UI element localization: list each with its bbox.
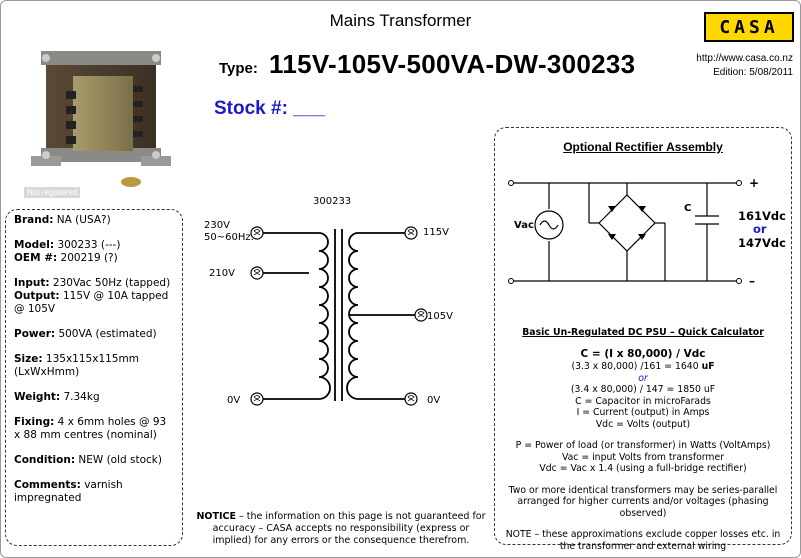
stock-number: Stock #: ___ (214, 98, 325, 119)
terminal-115v (404, 226, 418, 240)
terminal-primary-0v (250, 392, 264, 406)
notice-text: NOTICE – the information on this page is… (196, 511, 486, 546)
spec-size: Size: 135x115x115mm (LxWxHmm) (14, 353, 139, 378)
logo-text: CASA (719, 16, 779, 38)
rectifier-schematic: Vac C + – 161Vdc or 147Vdc (508, 176, 786, 288)
spec-brand: Brand: NA (USA?) (14, 214, 111, 226)
type-label: Type: (219, 60, 258, 77)
calculator-example-1: (3.3 x 80,000) /161 = 1640 uF (571, 361, 715, 372)
spec-comments: Comments: varnish impregnated (14, 479, 123, 504)
vac-label: Vac (514, 220, 534, 231)
specs-panel: Brand: NA (USA?) Model: 300233 (---)OEM … (5, 209, 183, 546)
type-line: Type: 115V-105V-500VA-DW-300233 (219, 49, 635, 80)
terminal-105v (414, 308, 428, 322)
spec-input-output: Input: 230Vac 50Hz (tapped)Output: 115V … (14, 277, 171, 315)
secondary-bottom-label: 0V (427, 395, 440, 406)
secondary-top-label: 115V (423, 227, 449, 238)
secondary-tap-label: 105V (427, 311, 453, 322)
definition-vdc: Vdc = Volts (output) (595, 418, 691, 430)
definition-vdc-bridge: Vdc = Vac x 1.4 (using a full-bridge rec… (539, 463, 747, 474)
primary-bottom-label: 0V (227, 395, 240, 406)
page-title: Mains Transformer (329, 11, 472, 30)
edition-date: Edition: 5/08/2011 (713, 67, 793, 78)
plus-terminal-label: + (749, 176, 759, 190)
casa-logo: CASA (704, 12, 794, 42)
primary-tap-label: 210V (209, 268, 235, 279)
type-value: 115V-105V-500VA-DW-300233 (269, 49, 636, 79)
parallel-note: Two or more identical transformers may b… (508, 484, 778, 519)
primary-freq-label: 50~60Hz. (204, 232, 254, 243)
rectifier-panel (494, 127, 792, 545)
losses-note: NOTE – these approximations exclude copp… (505, 529, 781, 552)
spec-power: Power: 500VA (estimated) (14, 328, 157, 340)
diagram-model-number: 300233 (313, 196, 351, 207)
output-or: or (753, 222, 767, 236)
terminal-210v (250, 266, 264, 280)
spec-weight: Weight: 7.34kg (14, 391, 100, 403)
calculator-heading: Basic Un-Regulated DC PSU – Quick Calcul… (522, 327, 764, 338)
calculator-example-2: (3.4 x 80,000) / 147 = 1850 uF (570, 384, 716, 395)
definition-c: C = Capacitor in microFarads (575, 395, 711, 407)
rectifier-title: Optional Rectifier Assembly (563, 140, 723, 154)
terminal-230v (250, 226, 264, 240)
output-voltage-1: 161Vdc (738, 209, 786, 223)
terminal-secondary-0v (404, 392, 418, 406)
minus-terminal-label: – (749, 274, 755, 288)
definition-i: I = Current (output) in Amps (576, 407, 710, 418)
primary-top-label: 230V (204, 220, 230, 231)
calculator-or: or (638, 372, 648, 384)
spec-condition: Condition: NEW (old stock) (14, 454, 162, 466)
output-voltage-2: 147Vdc (738, 236, 786, 250)
calculator-formula: C = (I x 80,000) / Vdc (580, 347, 706, 360)
capacitor-label: C (684, 203, 691, 214)
photo-watermark: Not registered (24, 187, 81, 198)
definition-p: P = Power of load (or transformer) in Wa… (515, 440, 771, 451)
spec-fixing: Fixing: 4 x 6mm holes @ 93 x 88 mm centr… (14, 416, 167, 441)
website-url[interactable]: http://www.casa.co.nz (696, 53, 793, 64)
definition-vac: Vac = input Volts from transformer (561, 451, 725, 463)
spec-model: Model: 300233 (---)OEM #: 200219 (?) (14, 239, 121, 264)
psu-calculator: Basic Un-Regulated DC PSU – Quick Calcul… (498, 327, 788, 552)
winding-diagram: 300233 230V 50~60Hz. 210V 0V 115V 105V 0… (204, 196, 453, 406)
transformer-photo (31, 51, 171, 187)
